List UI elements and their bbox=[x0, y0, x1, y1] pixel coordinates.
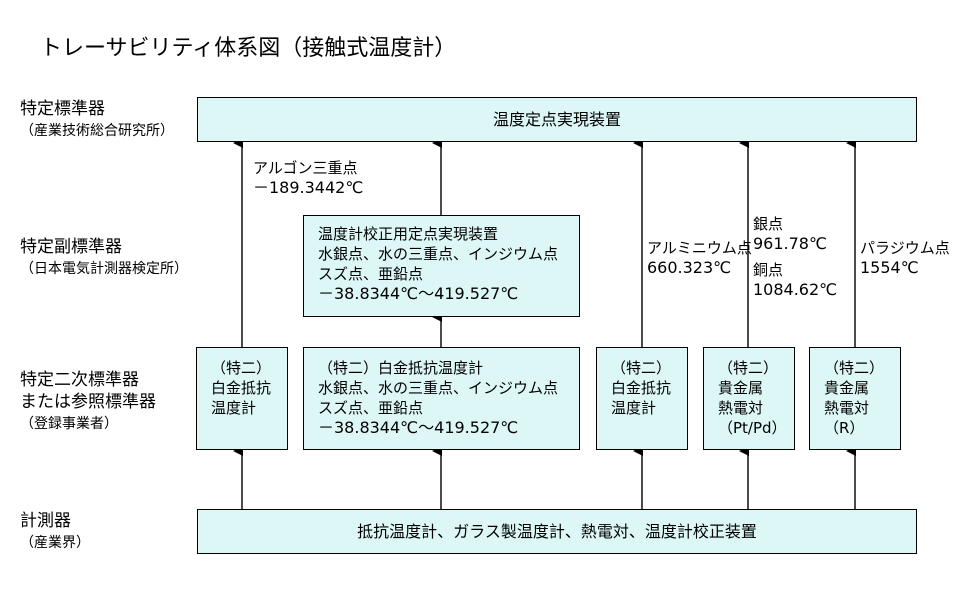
diagram-title: トレーサビリティ体系図（接触式温度計） bbox=[40, 36, 457, 61]
tier2-line: （特二） bbox=[211, 359, 272, 377]
top-standard-box: 温度定点実現装置 bbox=[197, 97, 917, 142]
tier2-line: （特二）白金抵抗温度計 bbox=[318, 359, 484, 377]
level-main-2: または参照標準器 bbox=[20, 392, 156, 412]
level-label-specific-standard: 特定標準器 （産業技術総合研究所） bbox=[20, 98, 174, 142]
note-name: アルミニウム点 bbox=[647, 239, 752, 257]
tier2-line: 白金抵抗 bbox=[211, 379, 272, 397]
tier2-line: 熱電対 bbox=[718, 399, 764, 417]
tier2-line: （Pt/Pd） bbox=[718, 419, 787, 437]
note-value: －189.3442℃ bbox=[253, 178, 364, 197]
tier2-line: （特二） bbox=[824, 359, 885, 377]
level-sub: （日本電気計測器検定所） bbox=[20, 261, 188, 277]
level-main: 特定二次標準器 bbox=[20, 370, 139, 390]
level-label-tier2-standard: 特定二次標準器 または参照標準器 （登録事業者） bbox=[20, 369, 156, 435]
note-palladium: パラジウム点 1554℃ bbox=[860, 238, 950, 278]
tier2-box-4: （特二） 貴金属 熱電対 （Pt/Pd） bbox=[703, 347, 795, 450]
tier2-box-5: （特二） 貴金属 熱電対 （R） bbox=[809, 347, 901, 450]
note-silver: 銀点 961.78℃ bbox=[753, 214, 827, 254]
secondary-line: －38.8344℃～419.527℃ bbox=[318, 284, 519, 303]
note-value: 961.78℃ bbox=[753, 234, 827, 253]
level-label-instruments: 計測器 （産業界） bbox=[20, 510, 90, 554]
tier2-line: 温度計 bbox=[211, 399, 257, 417]
tier2-line: （特二） bbox=[611, 359, 672, 377]
tier2-box-3: （特二） 白金抵抗 温度計 bbox=[596, 347, 688, 450]
instruments-box: 抵抗温度計、ガラス製温度計、熱電対、温度計校正装置 bbox=[197, 509, 917, 554]
tier2-line: 水銀点、水の三重点、インジウム点 bbox=[318, 379, 559, 397]
level-main: 特定副標準器 bbox=[20, 237, 122, 257]
tier2-box-2: （特二）白金抵抗温度計 水銀点、水の三重点、インジウム点 スズ点、亜鉛点 －38… bbox=[303, 347, 580, 450]
note-aluminum: アルミニウム点 660.323℃ bbox=[647, 238, 752, 278]
tier2-line: 白金抵抗 bbox=[611, 379, 672, 397]
note-name: 銅点 bbox=[753, 261, 784, 279]
note-value: 1554℃ bbox=[860, 258, 919, 277]
note-name: アルゴン三重点 bbox=[253, 159, 358, 177]
tier2-line: 熱電対 bbox=[824, 399, 870, 417]
tier2-line: スズ点、亜鉛点 bbox=[318, 399, 424, 417]
secondary-standard-box: 温度計校正用定点実現装置 水銀点、水の三重点、インジウム点 スズ点、亜鉛点 －3… bbox=[303, 215, 580, 317]
level-sub: （産業技術総合研究所） bbox=[20, 123, 174, 139]
level-main: 特定標準器 bbox=[20, 99, 105, 119]
instruments-label: 抵抗温度計、ガラス製温度計、熱電対、温度計校正装置 bbox=[357, 521, 757, 541]
tier2-line: 温度計 bbox=[611, 399, 657, 417]
note-value: 660.323℃ bbox=[647, 258, 732, 277]
level-sub: （産業界） bbox=[20, 535, 90, 551]
tier2-line: －38.8344℃～419.527℃ bbox=[318, 418, 519, 437]
note-argon: アルゴン三重点 －189.3442℃ bbox=[253, 158, 363, 198]
tier2-line: （R） bbox=[824, 419, 865, 437]
tier2-box-1: （特二） 白金抵抗 温度計 bbox=[196, 347, 288, 450]
tier2-line: （特二） bbox=[718, 359, 779, 377]
level-label-secondary-standard: 特定副標準器 （日本電気計測器検定所） bbox=[20, 236, 188, 280]
note-name: パラジウム点 bbox=[860, 239, 950, 257]
tier2-line: 貴金属 bbox=[718, 379, 764, 397]
note-copper: 銅点 1084.62℃ bbox=[753, 260, 837, 300]
level-sub: （登録事業者） bbox=[20, 416, 118, 432]
tier2-line: 貴金属 bbox=[824, 379, 870, 397]
secondary-line: 温度計校正用定点実現装置 bbox=[318, 225, 499, 243]
secondary-line: スズ点、亜鉛点 bbox=[318, 265, 424, 283]
top-standard-label: 温度定点実現装置 bbox=[492, 109, 621, 129]
level-main: 計測器 bbox=[20, 511, 71, 531]
note-name: 銀点 bbox=[753, 215, 784, 233]
note-value: 1084.62℃ bbox=[753, 280, 838, 299]
secondary-line: 水銀点、水の三重点、インジウム点 bbox=[318, 245, 559, 263]
